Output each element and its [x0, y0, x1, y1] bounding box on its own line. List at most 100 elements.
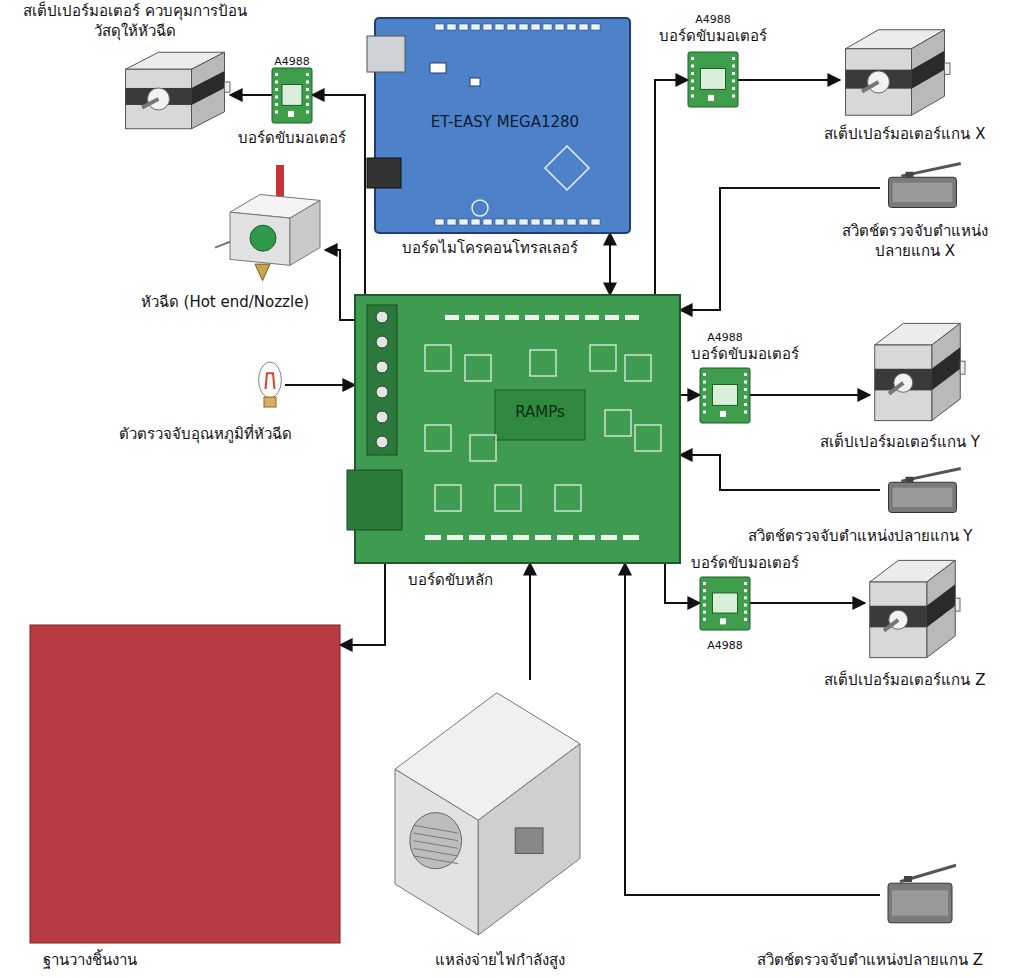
part-label: ET-EASY MEGA1280	[431, 113, 579, 133]
caption-label: บอร์ดขับหลัก	[408, 571, 493, 591]
caption-label: สเต็ปเปอร์มอเตอร์แกน X	[824, 125, 985, 145]
header-pin	[513, 535, 529, 540]
microcontroller-board: ET-EASY MEGA1280บอร์ดไมโครคอนโทรลเลอร์	[375, 18, 630, 233]
header-pin	[531, 219, 540, 225]
motor-shaft	[884, 620, 898, 631]
driver-pin	[703, 411, 706, 414]
fan-grill	[414, 833, 458, 841]
header-pin	[623, 535, 639, 540]
psu-side	[478, 744, 580, 935]
block-front	[230, 212, 290, 265]
text-slot: A4988	[685, 634, 765, 653]
caption-label: สเต็ปเปอร์มอเตอร์ ควบคุมการป้อนวัสดุให้ห…	[18, 2, 253, 41]
header-pin	[485, 315, 499, 320]
limit-switch: สวิตช์ตรวจจับตำแหน่ง ปลายแกน X	[880, 158, 965, 213]
fan-grill	[414, 841, 458, 849]
signal-arrow	[738, 79, 840, 81]
switch-button	[904, 876, 912, 882]
driver-pin	[691, 65, 694, 68]
switch-face	[893, 488, 953, 507]
limit-switch: สวิตช์ตรวจจับตำแหน่งปลายแกน Z	[880, 858, 960, 930]
driver-drawing	[700, 577, 750, 630]
mcu-chip	[545, 146, 589, 190]
switch-drawing	[888, 865, 956, 923]
motor-shaft	[862, 82, 879, 92]
driver-pin	[744, 388, 747, 391]
header-pin	[483, 219, 492, 225]
fan-grill	[414, 825, 458, 833]
text-slot: A4988	[685, 326, 765, 345]
header-pin	[447, 219, 456, 225]
stepper-motor: สเต็ปเปอร์มอเตอร์แกน Y	[870, 318, 965, 426]
driver-pin	[703, 373, 706, 376]
motor-drawing	[126, 52, 231, 129]
stepper-motor: สเต็ปเปอร์มอเตอร์ ควบคุมการป้อนวัสดุให้ห…	[120, 48, 230, 133]
caption-label: บอร์ดขับมอเตอร์	[659, 27, 767, 47]
driver-pcb	[272, 68, 312, 123]
text-slot: สเต็ปเปอร์มอเตอร์แกน X	[805, 124, 1005, 145]
mcu-drawing	[367, 18, 630, 233]
header-pin	[601, 535, 617, 540]
terminal-screw	[376, 361, 388, 373]
power-socket	[347, 470, 402, 530]
driver-board: A4988บอร์ดขับมอเตอร์	[700, 368, 750, 423]
caption-label: สเต็ปเปอร์มอเตอร์แกน Z	[824, 671, 985, 691]
driver-pin	[744, 373, 747, 376]
header-pin	[519, 24, 528, 30]
motor-drawing	[875, 323, 965, 420]
heater-wire	[215, 242, 230, 248]
driver-pcb	[700, 577, 750, 630]
component-outline	[590, 345, 616, 371]
caption-label: สวิตช์ตรวจจับตำแหน่ง ปลายแกน X	[830, 222, 1000, 261]
part-label: A4988	[274, 55, 310, 69]
motor-side	[932, 323, 961, 420]
switch-figure	[880, 158, 965, 213]
limit-switch: สวิตช์ตรวจจับตำแหน่งปลายแกน Y	[880, 463, 965, 518]
psu-drawing	[395, 693, 580, 935]
text-slot: A4988	[673, 8, 753, 27]
driver-pin	[275, 73, 278, 76]
center-block	[495, 390, 585, 440]
text-slot: สวิตช์ตรวจจับตำแหน่งปลายแกน Z	[740, 950, 1000, 971]
motor-figure	[865, 555, 960, 663]
switch-face	[892, 890, 948, 915]
motor-figure	[870, 318, 965, 426]
text-slot: แหล่งจ่ายไฟกำลังสูง	[400, 950, 600, 971]
header-pin	[585, 315, 599, 320]
motor-front	[875, 345, 932, 421]
driver-pin	[744, 611, 747, 614]
thermistor-figure	[255, 362, 285, 407]
driver-pin	[732, 95, 735, 98]
caption-label: บอร์ดขับมอเตอร์	[238, 129, 346, 149]
header-pin	[469, 535, 485, 540]
header-pin	[579, 535, 595, 540]
usb-port	[367, 36, 405, 72]
switch-figure	[880, 858, 960, 930]
driver-drawing	[272, 68, 312, 123]
driver-pin	[703, 611, 706, 614]
driver-pcb	[700, 368, 750, 423]
header-pin	[435, 24, 444, 30]
power-jack	[367, 158, 401, 188]
caption-label: แหล่งจ่ายไฟกำลังสูง	[435, 951, 565, 971]
text-slot: A4988	[252, 50, 332, 69]
driver-pot	[720, 618, 726, 624]
part-label: A4988	[695, 13, 731, 27]
header-pin	[435, 219, 444, 225]
signal-arrow	[230, 94, 272, 96]
header-pin	[591, 219, 600, 225]
terminal-screw	[376, 336, 388, 348]
bed-drawing	[30, 625, 340, 943]
ramps-pcb	[355, 295, 680, 563]
header-pin	[543, 219, 552, 225]
header-pin	[579, 24, 588, 30]
motor-figure	[840, 25, 950, 120]
header-pin	[531, 24, 540, 30]
text-slot: บอร์ดขับมอเตอร์	[670, 553, 820, 574]
caption-label: หัวฉีด (Hot end/Nozzle)	[141, 293, 309, 313]
switch-drawing	[889, 469, 961, 513]
header-pin	[495, 24, 504, 30]
header-pin	[447, 535, 463, 540]
motor-side	[192, 52, 225, 129]
header-pin	[567, 24, 576, 30]
